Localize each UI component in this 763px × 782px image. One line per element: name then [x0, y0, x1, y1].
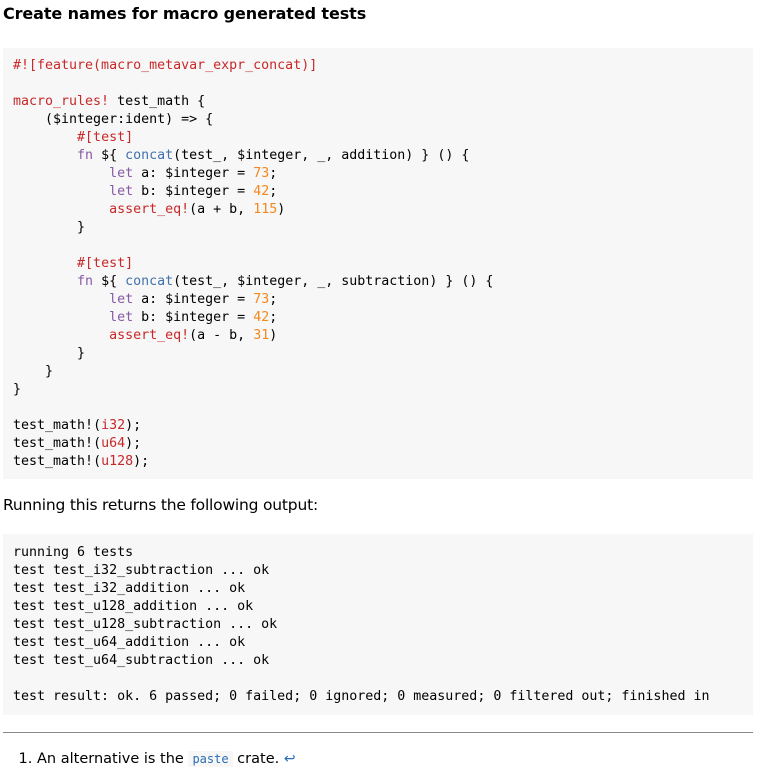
output-line: test test_u64_subtraction ... ok: [13, 653, 270, 668]
assert-macro: assert_eq!: [109, 202, 190, 217]
output-line: test test_u64_addition ... ok: [13, 635, 246, 650]
footnote-text: An alternative is the: [37, 751, 189, 767]
output-line: test test_u128_subtraction ... ok: [13, 617, 278, 632]
code-text: }: [13, 382, 22, 397]
code-text: ;: [269, 310, 278, 325]
test-attribute: #[test]: [77, 130, 134, 145]
code-text: ): [277, 202, 286, 217]
footnote-item: An alternative is the paste crate. ↩: [37, 749, 753, 769]
fn-keyword: fn: [77, 148, 94, 163]
code-text: ($integer:ident) => {: [13, 112, 214, 127]
code-text: ): [269, 328, 278, 343]
macro-invocation: test_math!: [13, 418, 94, 433]
let-keyword: let: [109, 184, 134, 199]
type-name: u64: [101, 436, 126, 451]
macro-invocation: test_math!: [13, 454, 94, 469]
let-keyword: let: [109, 292, 134, 307]
code-text: a: $integer =: [133, 292, 254, 307]
output-line: test test_i32_addition ... ok: [13, 581, 246, 596]
code-text: }: [45, 364, 54, 379]
concat-call: concat: [125, 274, 174, 289]
code-text: ${: [93, 274, 126, 289]
output-line: test test_u128_addition ... ok: [13, 599, 254, 614]
output-line: test test_i32_subtraction ... ok: [13, 563, 270, 578]
let-keyword: let: [109, 166, 134, 181]
footnote-backref-icon[interactable]: ↩: [283, 751, 296, 767]
type-name: u128: [101, 454, 134, 469]
footnote-separator: [3, 732, 753, 733]
test-attribute: #[test]: [77, 256, 134, 271]
assert-macro: assert_eq!: [109, 328, 190, 343]
code-text: (: [93, 436, 102, 451]
footnote-text: crate.: [232, 751, 284, 767]
macro-rules-keyword: macro_rules!: [13, 94, 110, 109]
rust-code-block: #![feature(macro_metavar_expr_concat)] m…: [3, 48, 753, 479]
code-text: a: $integer =: [133, 166, 254, 181]
code-text: ;: [269, 184, 278, 199]
concat-call: concat: [125, 148, 174, 163]
paste-crate-code: paste: [188, 751, 233, 767]
code-text: test_math {: [109, 94, 206, 109]
fn-keyword: fn: [77, 274, 94, 289]
code-text: (a - b,: [189, 328, 254, 343]
code-text: (: [93, 418, 102, 433]
output-line: [13, 670, 743, 688]
test-output-block: running 6 tests test test_i32_subtraction…: [3, 534, 753, 715]
code-text: (: [93, 454, 102, 469]
type-name: i32: [101, 418, 126, 433]
code-text: b: $integer =: [133, 184, 254, 199]
code-text: ;: [269, 166, 278, 181]
output-line: running 6 tests: [13, 545, 134, 560]
code-text: );: [125, 418, 142, 433]
feature-attribute: #![feature(macro_metavar_expr_concat)]: [13, 58, 318, 73]
number-literal: 115: [253, 202, 278, 217]
number-literal: 73: [253, 292, 270, 307]
code-text: );: [133, 454, 150, 469]
code-text: }: [77, 220, 86, 235]
number-literal: 31: [253, 328, 270, 343]
code-text: );: [125, 436, 142, 451]
number-literal: 42: [253, 184, 270, 199]
output-line: test result: ok. 6 passed; 0 failed; 0 i…: [13, 689, 710, 704]
code-text: (test_, $integer, _, subtraction) } () {: [173, 274, 494, 289]
footnotes-list: An alternative is the paste crate. ↩: [3, 749, 753, 769]
output-intro-paragraph: Running this returns the following outpu…: [3, 496, 318, 514]
number-literal: 42: [253, 310, 270, 325]
code-text: b: $integer =: [133, 310, 254, 325]
code-text: }: [77, 346, 86, 361]
code-text: ;: [269, 292, 278, 307]
let-keyword: let: [109, 310, 134, 325]
number-literal: 73: [253, 166, 270, 181]
macro-invocation: test_math!: [13, 436, 94, 451]
section-heading: Create names for macro generated tests: [3, 4, 367, 23]
code-text: (test_, $integer, _, addition) } () {: [173, 148, 470, 163]
code-text: ${: [93, 148, 126, 163]
code-text: (a + b,: [189, 202, 254, 217]
